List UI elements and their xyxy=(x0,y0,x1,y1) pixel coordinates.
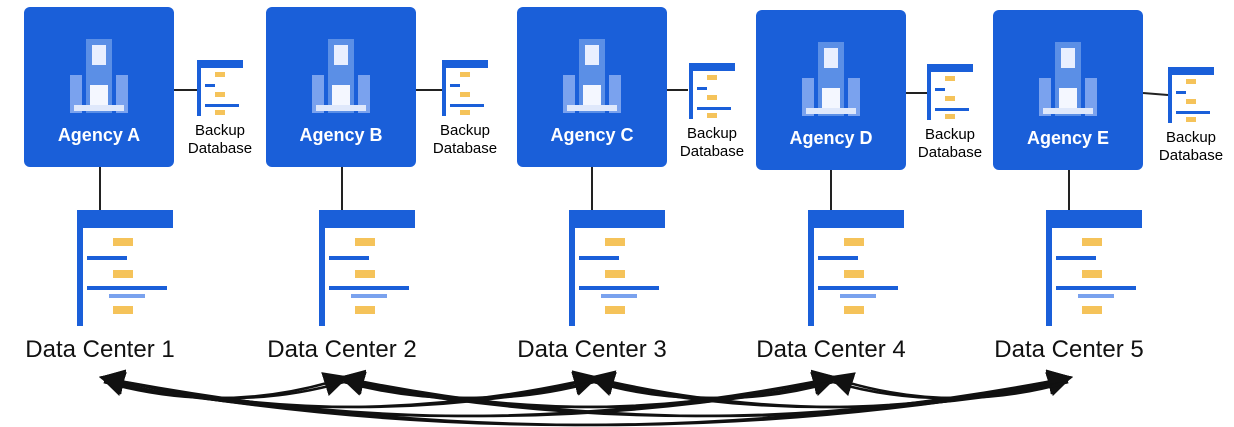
server-database-icon xyxy=(76,210,173,326)
data-center-label: Data Center 1 xyxy=(25,336,175,363)
data-center-5[interactable]: Data Center 5 xyxy=(969,206,1169,363)
database-icon xyxy=(197,60,243,116)
agency-label: Agency B xyxy=(299,125,383,145)
server-database-icon xyxy=(568,210,665,326)
data-center-label: Data Center 5 xyxy=(994,336,1144,363)
agency-label: Agency A xyxy=(57,125,141,145)
agency-e-node[interactable]: Agency E xyxy=(993,10,1143,170)
data-center-label: Data Center 3 xyxy=(517,336,667,363)
datacenter-sync-arrow xyxy=(828,372,1069,400)
datacenter-sync-arrow xyxy=(589,372,834,400)
data-center-2[interactable]: Data Center 2 xyxy=(242,206,442,363)
data-center-4[interactable]: Data Center 4 xyxy=(731,206,931,363)
database-icon xyxy=(689,63,735,119)
database-icon xyxy=(442,60,488,116)
building-icon xyxy=(70,39,128,113)
database-icon xyxy=(1168,67,1214,123)
agency-label: Agency C xyxy=(550,125,634,145)
agency-b-node[interactable]: Agency B xyxy=(266,7,416,167)
server-database-icon xyxy=(807,210,904,326)
datacenter-sync-arrow xyxy=(339,371,595,400)
agency-d-node[interactable]: Agency D xyxy=(756,10,906,170)
data-center-1[interactable]: Data Center 1 xyxy=(0,206,200,363)
server-database-icon xyxy=(1045,210,1142,326)
building-icon xyxy=(312,39,370,113)
data-center-3[interactable]: Data Center 3 xyxy=(492,206,692,363)
data-center-label: Data Center 4 xyxy=(756,336,906,363)
database-icon xyxy=(927,64,973,120)
building-icon xyxy=(563,39,621,113)
agency-c-node[interactable]: Agency C xyxy=(517,7,667,167)
building-icon xyxy=(1039,42,1097,116)
server-database-icon xyxy=(318,210,415,326)
agency-label: Agency E xyxy=(1026,128,1110,148)
agency-a-node[interactable]: Agency A xyxy=(24,7,174,167)
data-center-label: Data Center 2 xyxy=(267,336,417,363)
agency-label: Agency D xyxy=(789,128,873,148)
building-icon xyxy=(802,42,860,116)
agency-backup-link xyxy=(1142,92,1169,96)
